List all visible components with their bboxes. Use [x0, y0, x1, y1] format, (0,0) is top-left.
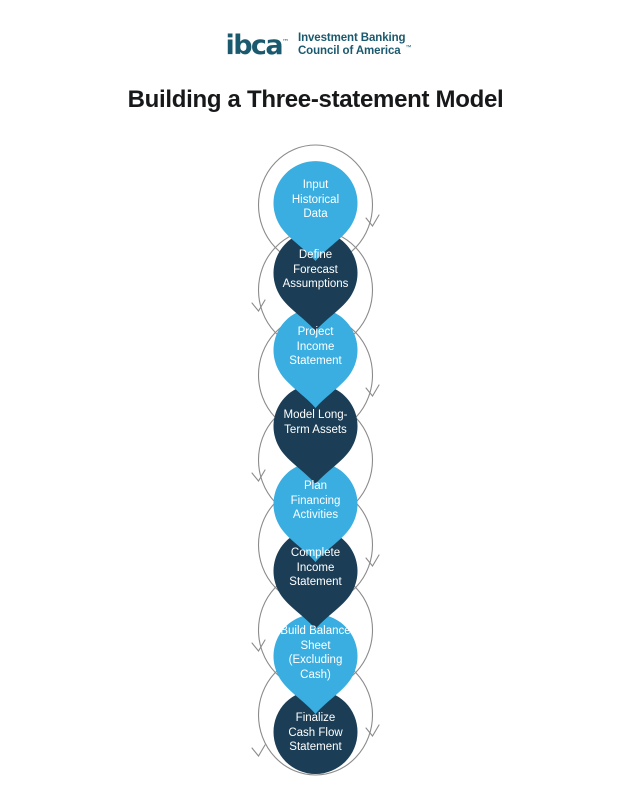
diagram-svg — [251, 144, 380, 776]
trademark-icon: ™ — [281, 38, 289, 46]
arrowhead-left — [251, 469, 266, 482]
brand-fullname-line2: Council of America — [297, 44, 401, 57]
trademark-icon-2: ™ — [405, 44, 412, 51]
arrowhead-right — [365, 384, 380, 397]
brand-logo: ibca™ Investment Banking Council of Amer… — [0, 31, 631, 60]
arrowhead-right — [365, 554, 380, 567]
brand-fullname: Investment Banking Council of America ™ — [297, 31, 412, 58]
arrowhead-left — [251, 299, 266, 312]
ibca-wordmark: ibca™ — [226, 32, 289, 59]
flow-node-shapes — [273, 161, 358, 774]
flow-node-7-shape[interactable] — [273, 614, 358, 714]
flow-node-8-shape[interactable] — [273, 690, 358, 774]
ibca-wordmark-text: ibca — [225, 30, 284, 61]
brand-fullname-line1: Investment Banking — [297, 31, 406, 44]
arrowhead-left — [251, 639, 266, 652]
arrowhead-right — [365, 724, 380, 737]
arrowhead-left — [251, 744, 266, 757]
page-title: Building a Three-statement Model — [127, 86, 504, 113]
arrowhead-right — [365, 214, 380, 227]
